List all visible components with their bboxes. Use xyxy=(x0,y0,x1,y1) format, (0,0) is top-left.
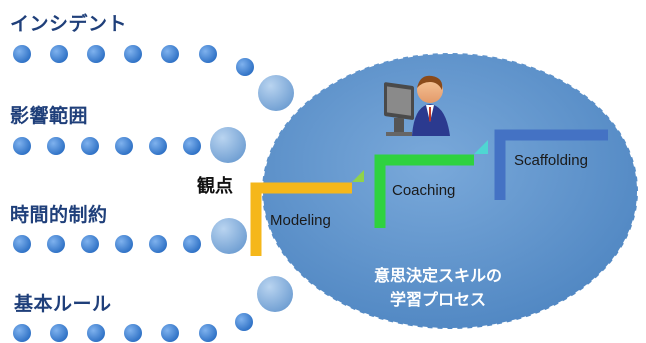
learning-process-line2: 学習プロセス xyxy=(389,290,486,309)
step-label-modeling: Modeling xyxy=(270,212,331,229)
category-incident: インシデント xyxy=(10,13,128,35)
person-at-computer-icon xyxy=(384,75,450,136)
dots-row-basic-rules xyxy=(13,276,293,342)
learning-process-line1: 意思決定スキルの xyxy=(373,266,502,285)
scaffolding-step xyxy=(494,129,608,200)
learning-process-label: 意思決定スキルの 学習プロセス xyxy=(338,264,538,312)
coaching-step xyxy=(374,140,488,228)
category-time-constraint: 時間的制約 xyxy=(10,204,108,226)
step-label-coaching: Coaching xyxy=(392,182,456,199)
step-label-scaffolding: Scaffolding xyxy=(514,152,588,169)
dots-row-time-constraint xyxy=(13,218,247,254)
category-basic-rules: 基本ルール xyxy=(14,293,112,315)
dots-row-incident xyxy=(13,45,294,111)
dots-row-impact-scope xyxy=(13,127,246,163)
viewpoint-label: 観点 xyxy=(197,176,233,197)
modeling-step xyxy=(250,170,364,256)
category-impact-scope: 影響範囲 xyxy=(10,105,89,127)
